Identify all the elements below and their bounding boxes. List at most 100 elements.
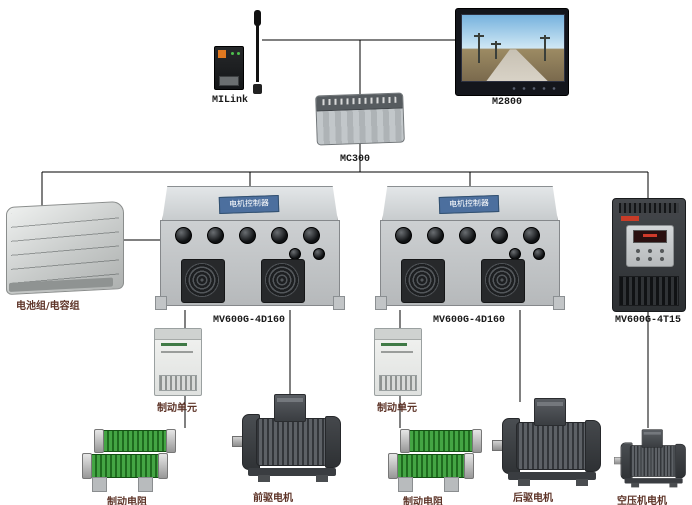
brake-unit-1	[154, 328, 202, 396]
front-drive-motor	[232, 392, 348, 484]
connector-knob	[207, 227, 224, 244]
mc300-pins	[322, 96, 397, 106]
resistor-foot	[398, 477, 413, 492]
motor-endbell-rear	[585, 420, 601, 472]
motor-foot	[631, 482, 640, 488]
road-image	[486, 49, 548, 81]
mounting-ear	[333, 296, 345, 310]
motor-body	[256, 418, 328, 466]
connector-knob	[303, 227, 320, 244]
connector-knob	[175, 227, 192, 244]
mc300-label: MC300	[340, 154, 371, 165]
battery-pack	[6, 200, 124, 296]
vfd-display	[633, 230, 667, 243]
monitor-buttons	[509, 86, 559, 91]
vfd-keypad	[626, 225, 674, 267]
mc300-controller	[315, 92, 405, 146]
motor-body	[629, 445, 678, 477]
fan-grille	[265, 263, 299, 297]
brake-unit-terminals	[159, 375, 197, 391]
milink-led	[237, 52, 240, 55]
motor-foot	[316, 475, 328, 482]
vfd-logo	[621, 216, 639, 221]
connector-knob	[491, 227, 508, 244]
motor-foot	[576, 479, 588, 486]
cooling-fan	[181, 259, 225, 303]
power-pole-icon	[474, 33, 485, 63]
motor-terminal-box	[274, 394, 306, 422]
milink-led	[231, 52, 234, 55]
brake-unit-top	[375, 329, 421, 340]
brake-unit-logo	[381, 343, 407, 346]
resistor-foot	[92, 477, 107, 492]
brake-unit-top	[155, 329, 201, 340]
connector-knob	[239, 227, 256, 244]
antenna-pole	[256, 24, 259, 82]
mounting-ear	[155, 296, 167, 310]
controller-nameplate: 电机控制器	[218, 194, 280, 215]
motor-foot	[669, 482, 678, 488]
brake-unit-line	[161, 351, 193, 353]
vfd-buttons	[632, 247, 668, 263]
controller-front-face	[160, 220, 340, 306]
air-motor-label: 空压机电机	[617, 496, 667, 505]
brake-resistor1-label: 制动电阻	[107, 497, 147, 505]
milink-radio-device	[214, 46, 244, 90]
battery-label: 电池组/电容组	[16, 301, 80, 312]
mc300-connector-strip	[316, 93, 403, 112]
resistor-tube	[82, 453, 168, 479]
controller-nameplate: 电机控制器	[438, 194, 500, 215]
air-compressor-motor	[614, 428, 691, 489]
connector-knob	[459, 227, 476, 244]
controller-top-face: 电机控制器	[162, 186, 338, 222]
air-inverter-model-label: MV600G-4T15	[615, 315, 682, 326]
rear-motor-label: 后驱电机	[513, 493, 553, 504]
fan-grille	[405, 263, 439, 297]
motor-terminal-box	[534, 398, 566, 426]
milink-port	[219, 76, 239, 86]
motor-foot	[518, 479, 530, 486]
motor-base	[508, 472, 596, 480]
battery-ridges	[11, 208, 119, 284]
milink-label: MILink	[212, 95, 249, 106]
resistor-foot	[138, 477, 153, 492]
resistor-foot	[444, 477, 459, 492]
motor-terminal-box	[641, 429, 663, 448]
inverter1-model-label: MV600G-4D160	[213, 315, 286, 326]
cooling-fan	[481, 259, 525, 303]
motor-endbell-rear	[675, 443, 686, 479]
cooling-fan	[401, 259, 445, 303]
resistor-tube	[400, 429, 482, 453]
monitor-m2800	[455, 8, 569, 96]
brake-unit-terminals	[379, 375, 417, 391]
connector-knob	[427, 227, 444, 244]
antenna-tip	[254, 10, 261, 26]
mounting-ear	[375, 296, 387, 310]
motor-endbell-rear	[325, 416, 341, 468]
connector-knob-small	[313, 248, 325, 260]
motor-base	[248, 468, 336, 476]
monitor-screen	[461, 14, 565, 82]
motor-controller-2: 电机控制器	[375, 186, 565, 310]
motor-controller-1: 电机控制器	[155, 186, 345, 310]
monitor-label: M2800	[492, 97, 523, 108]
motor-body	[516, 422, 588, 470]
controller-top-face: 电机控制器	[382, 186, 558, 222]
resistor-tube	[94, 429, 176, 453]
brake-unit2-label: 制动单元	[377, 403, 417, 414]
rear-drive-motor	[492, 396, 608, 488]
vfd-top-vent	[619, 203, 679, 213]
mounting-ear	[553, 296, 565, 310]
brake-unit1-label: 制动单元	[157, 403, 197, 414]
connector-knob	[271, 227, 288, 244]
controller-front-face	[380, 220, 560, 306]
connector-knob-small	[533, 248, 545, 260]
power-pole-icon	[539, 34, 550, 62]
fan-grille	[485, 263, 519, 297]
inverter2-model-label: MV600G-4D160	[433, 315, 506, 326]
brake-unit-logo	[161, 343, 187, 346]
brake-resistor2-label: 制动电阻	[403, 497, 443, 505]
front-motor-label: 前驱电机	[253, 493, 293, 504]
brake-resistor-2	[388, 424, 484, 492]
